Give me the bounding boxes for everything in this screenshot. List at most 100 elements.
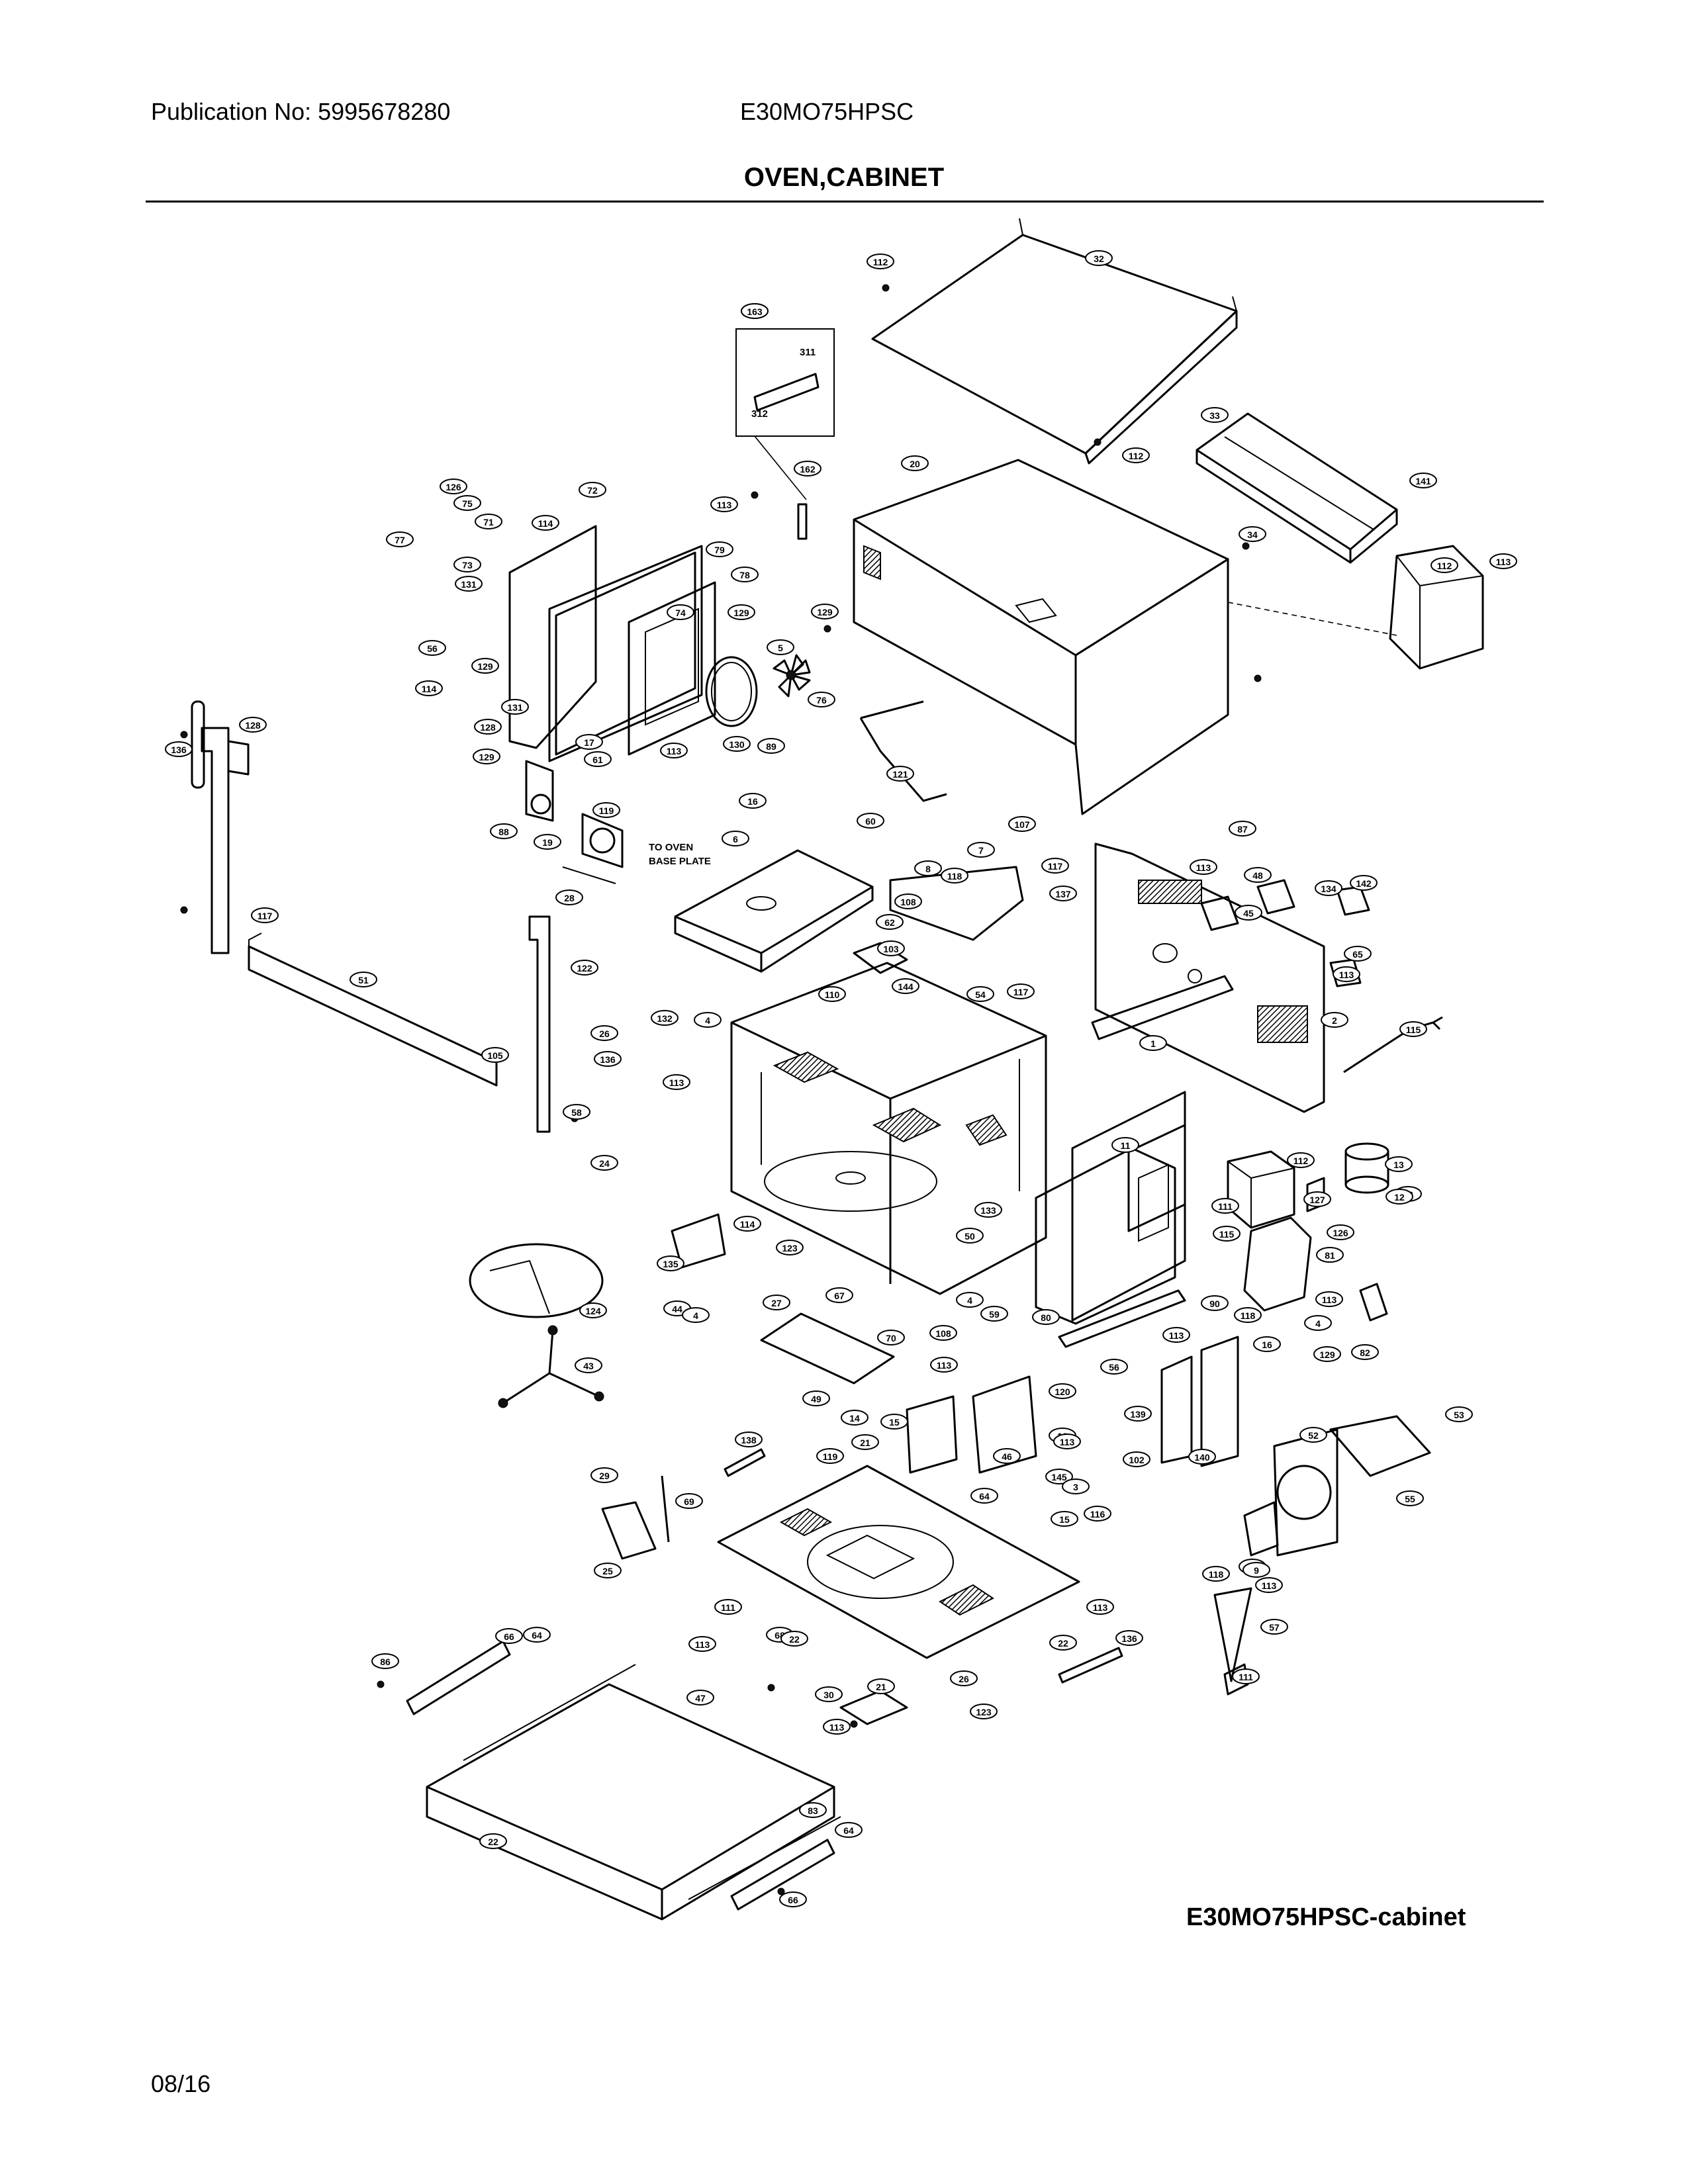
callout-number: 140 [1194,1452,1210,1463]
callout-number: 113 [667,746,682,756]
callout-bubble [739,793,767,809]
callout-number: 34 [1247,529,1258,540]
callout-bubble [1007,983,1035,999]
callout-bubble [901,455,929,471]
callout-75: 75 [453,495,481,511]
callout-bubble [592,802,620,818]
svg-text:163: 163 [747,306,763,317]
callout-16: 16 [739,793,767,809]
callout-number: 112 [1293,1156,1309,1166]
callout-bubble [563,1104,590,1120]
callout-128: 128 [474,719,502,735]
callout-bubble [1260,1619,1288,1635]
callout-number: 113 [1262,1580,1277,1591]
callout-113: 113 [710,496,738,512]
callout-number: 81 [1325,1250,1335,1261]
callout-bubble [579,1302,607,1318]
callout-bubble [970,1488,998,1504]
callout-number: 108 [935,1328,951,1339]
callout-80: 80 [1032,1309,1060,1325]
callout-bubble [657,1255,684,1271]
callout-number: 89 [766,741,776,752]
callout-number: 129 [477,661,493,672]
callout-bubble [1211,1198,1239,1214]
callout-bubble [970,1704,998,1719]
callout-bubble [956,1228,984,1244]
callout-number: 43 [583,1361,594,1371]
callout-number: 74 [675,608,686,618]
belt-part [191,700,205,789]
callout-number: 80 [1041,1312,1051,1323]
callout-4: 4 [956,1292,984,1308]
callout-113: 113 [1315,1291,1343,1307]
callout-bubble [1321,1012,1348,1028]
callout-124: 124 [579,1302,607,1318]
callout-bubble [495,1628,523,1644]
label-142-part [1336,886,1370,916]
bracket-162-part [797,503,808,540]
callout-bubble [415,680,443,696]
callout-number: 15 [889,1417,900,1428]
side-rail-left-part [201,727,250,954]
callout-number: 145 [1051,1472,1067,1482]
callout-78: 78 [731,567,759,582]
callout-89: 89 [757,738,785,754]
callout-114: 114 [532,515,559,531]
callout-131: 131 [455,576,483,592]
callout-number: 123 [782,1243,798,1253]
callout-number: 71 [483,517,494,527]
callout-11: 11 [1111,1137,1139,1153]
callout-108: 108 [894,893,922,909]
callout-bubble [1313,1346,1341,1362]
callout-114: 114 [733,1216,761,1232]
callout-8: 8 [914,860,942,876]
callout-bubble [1344,946,1372,962]
callout-bubble [877,940,905,956]
callout-bubble [594,1563,622,1578]
callout-7: 7 [967,842,995,858]
callout-number: 57 [1269,1622,1280,1633]
callout-127: 127 [1303,1191,1331,1207]
callout-48: 48 [1244,867,1272,883]
callout-bubble [418,640,446,656]
fan-motor-assembly-part [1273,1415,1431,1557]
callout-bubble [453,557,481,572]
callout-117: 117 [1007,983,1035,999]
strip-47-part [1223,1663,1249,1696]
callout-number: 76 [816,695,827,705]
callout-number: 90 [1209,1298,1220,1309]
callout-57: 57 [1260,1619,1288,1635]
callout-64: 64 [835,1822,863,1838]
fuse-82-part [1359,1283,1388,1322]
callout-number: 118 [1209,1569,1224,1580]
callout-bubble [1213,1226,1241,1242]
transformer-10-part [972,1375,1037,1474]
callout-137: 137 [1049,886,1077,901]
callout-119: 119 [816,1448,844,1464]
callout-number: 111 [1218,1201,1233,1212]
callout-number: 111 [1239,1672,1253,1682]
callout-number: 7 [978,845,984,856]
callout-bubble [1123,1451,1150,1467]
callout-number: 129 [479,752,494,762]
callout-bubble [857,813,884,829]
callout-bubble [455,576,483,592]
callout-number: 30 [823,1690,834,1700]
callout-number: 108 [900,897,916,907]
callout-number: 129 [1319,1349,1335,1360]
lamp-cover-part [674,849,874,973]
callout-bubble [1316,1247,1344,1263]
callout-number: 136 [600,1054,616,1065]
callout-number: 113 [1060,1437,1075,1447]
callout-number: 4 [1315,1318,1321,1329]
callout-number: 86 [380,1657,391,1667]
callout-number: 102 [1129,1455,1145,1465]
callout-46: 46 [993,1448,1021,1464]
callout-138: 138 [735,1432,763,1447]
callout-bubble [1162,1327,1190,1343]
callout-bubble [239,717,267,733]
callout-73: 73 [453,557,481,572]
callout-bubble [1086,1599,1114,1615]
callout-number: 112 [1437,561,1452,571]
callout-number: 107 [1014,819,1030,830]
